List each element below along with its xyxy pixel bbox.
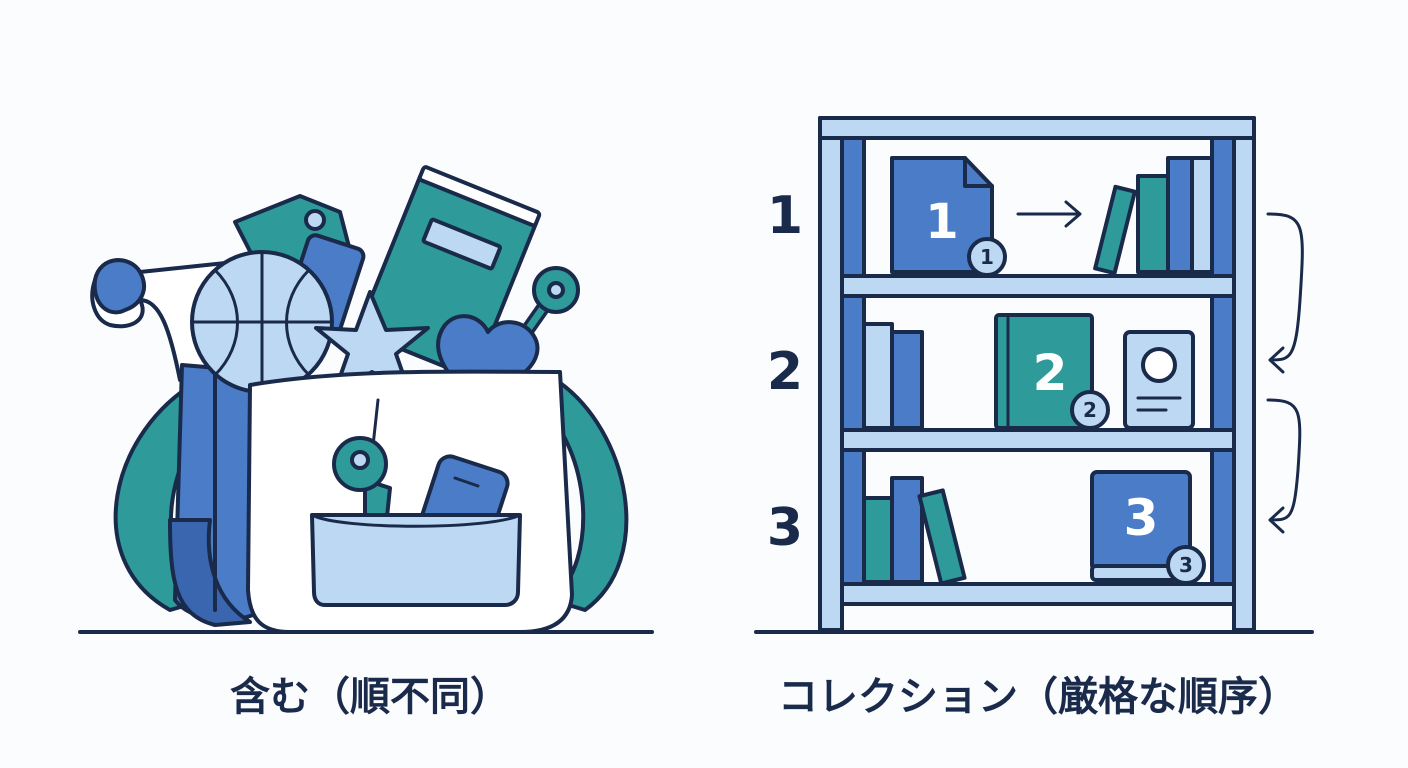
phone-speaker [453, 476, 480, 488]
book-2-badge [1070, 390, 1110, 430]
shelf-post-left [818, 116, 844, 632]
shelf-board-2 [840, 428, 1236, 452]
book-3-badge-label: 3 [1179, 553, 1193, 577]
row-number-3: 3 [766, 498, 804, 558]
row3-book-b [890, 476, 924, 584]
row3-book-a [862, 496, 894, 584]
bag-strap-right [538, 378, 629, 612]
flow-arrow-2-to-3 [1266, 398, 1302, 534]
row1-book-a [1136, 174, 1170, 274]
bag-pocket-flap [310, 513, 522, 528]
row3-book-leaning [917, 488, 967, 586]
flow-arrow-1-to-2 [1266, 212, 1304, 374]
book-3-pages [1090, 564, 1180, 582]
row1-book-b [1166, 156, 1194, 274]
shelf-post-right-inner [1210, 136, 1236, 590]
book-2-cover [994, 313, 1094, 430]
row1-book-c [1190, 156, 1214, 274]
book-3-label: 3 [1124, 489, 1159, 547]
bag-pocket [310, 513, 522, 607]
book-3-badge [1166, 545, 1206, 585]
row2-book-b [890, 330, 924, 430]
shelf-caption: コレクション（厳格な順序） [778, 674, 1298, 720]
shelf-post-left-inner [840, 136, 866, 590]
shelf-board-3 [840, 582, 1236, 606]
shelf-post-right [1232, 116, 1256, 632]
row-number-1: 1 [766, 186, 804, 246]
shelf-top-board [818, 116, 1256, 140]
book-1-badge [967, 237, 1007, 277]
book-1-dogear [963, 156, 994, 188]
bag-back-fold [168, 518, 252, 627]
scroll-curl [92, 258, 146, 315]
arrow-right-icon [1016, 200, 1082, 228]
book-1-badge-label: 1 [980, 245, 994, 269]
id-card-avatar [1141, 347, 1177, 383]
bag-caption: 含む（順不同） [230, 674, 510, 720]
row-number-2: 2 [766, 342, 804, 402]
book-1-label: 1 [925, 194, 958, 250]
tag-hole [304, 209, 326, 231]
shelf-board-1 [840, 274, 1236, 298]
row1-book-leaning [1093, 184, 1137, 276]
ball-icon [190, 250, 334, 394]
book-2-label: 2 [1033, 344, 1068, 402]
row2-book-a [862, 322, 894, 430]
book-2-badge-label: 2 [1083, 398, 1097, 422]
